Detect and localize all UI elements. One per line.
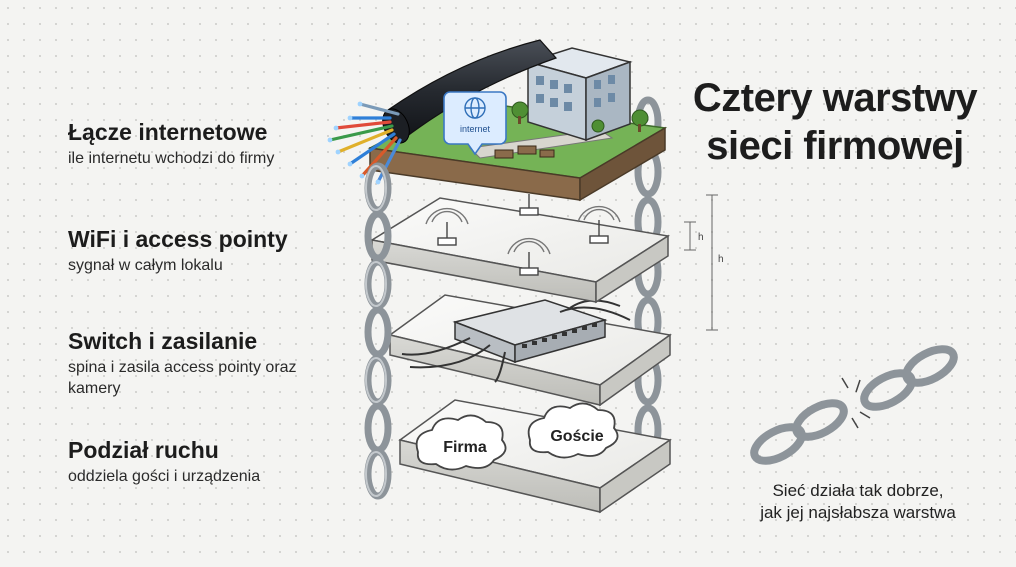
caption: Sieć działa tak dobrze, jak jej najsłabs…: [728, 480, 988, 524]
cloud-goscie-label: Goście: [550, 428, 603, 445]
break-spark-marks: [841, 377, 871, 429]
page-title: Cztery warstwy sieci firmowej: [690, 74, 980, 170]
layer-desc: spina i zasila access pointy oraz kamery: [68, 359, 297, 397]
title-line-1: Cztery warstwy: [692, 76, 978, 120]
layer-switch: Switch i zasilanie spina i zasila access…: [68, 327, 308, 399]
tree-icons: [511, 101, 649, 133]
layer-desc: sygnał w całym lokalu: [68, 257, 223, 274]
layer-title: WiFi i access pointy: [68, 226, 288, 252]
layer-title: Łącze internetowe: [68, 119, 268, 145]
dimension-marks: [684, 194, 718, 331]
layer-internet: Łącze internetowe ile internetu wchodzi …: [68, 118, 368, 169]
globe-icon: [464, 97, 486, 119]
desk-icons: [494, 145, 555, 159]
dimension-label: h: [718, 254, 724, 265]
cloud-goscie: Goście: [527, 402, 619, 459]
layer-title: Podział ruchu: [68, 437, 219, 463]
cloud-firma: Firma: [415, 414, 507, 471]
access-point-icons: [425, 194, 621, 276]
title-line-2: sieci firmowej: [706, 124, 964, 168]
layer-title: Switch i zasilanie: [68, 328, 258, 354]
caption-line-2: jak jej najsłabsza warstwa: [760, 503, 956, 522]
network-switch: [401, 299, 631, 383]
dimension-label: h: [698, 232, 704, 243]
internet-badge: internet: [443, 91, 507, 156]
cloud-firma-label: Firma: [443, 439, 487, 456]
fiber-cable-icon: [327, 39, 558, 185]
layer-wifi: WiFi i access pointy sygnał w całym loka…: [68, 225, 368, 276]
broken-chain-icon: [750, 345, 958, 465]
caption-line-1: Sieć działa tak dobrze,: [772, 481, 944, 500]
layer-desc: ile internetu wchodzi do firmy: [68, 150, 275, 167]
layer-traffic: Podział ruchu oddziela gości i urządzeni…: [68, 436, 368, 487]
layer-desc: oddziela gości i urządzenia: [68, 468, 261, 485]
chain-left: [364, 162, 392, 500]
internet-badge-label: internet: [460, 124, 491, 134]
